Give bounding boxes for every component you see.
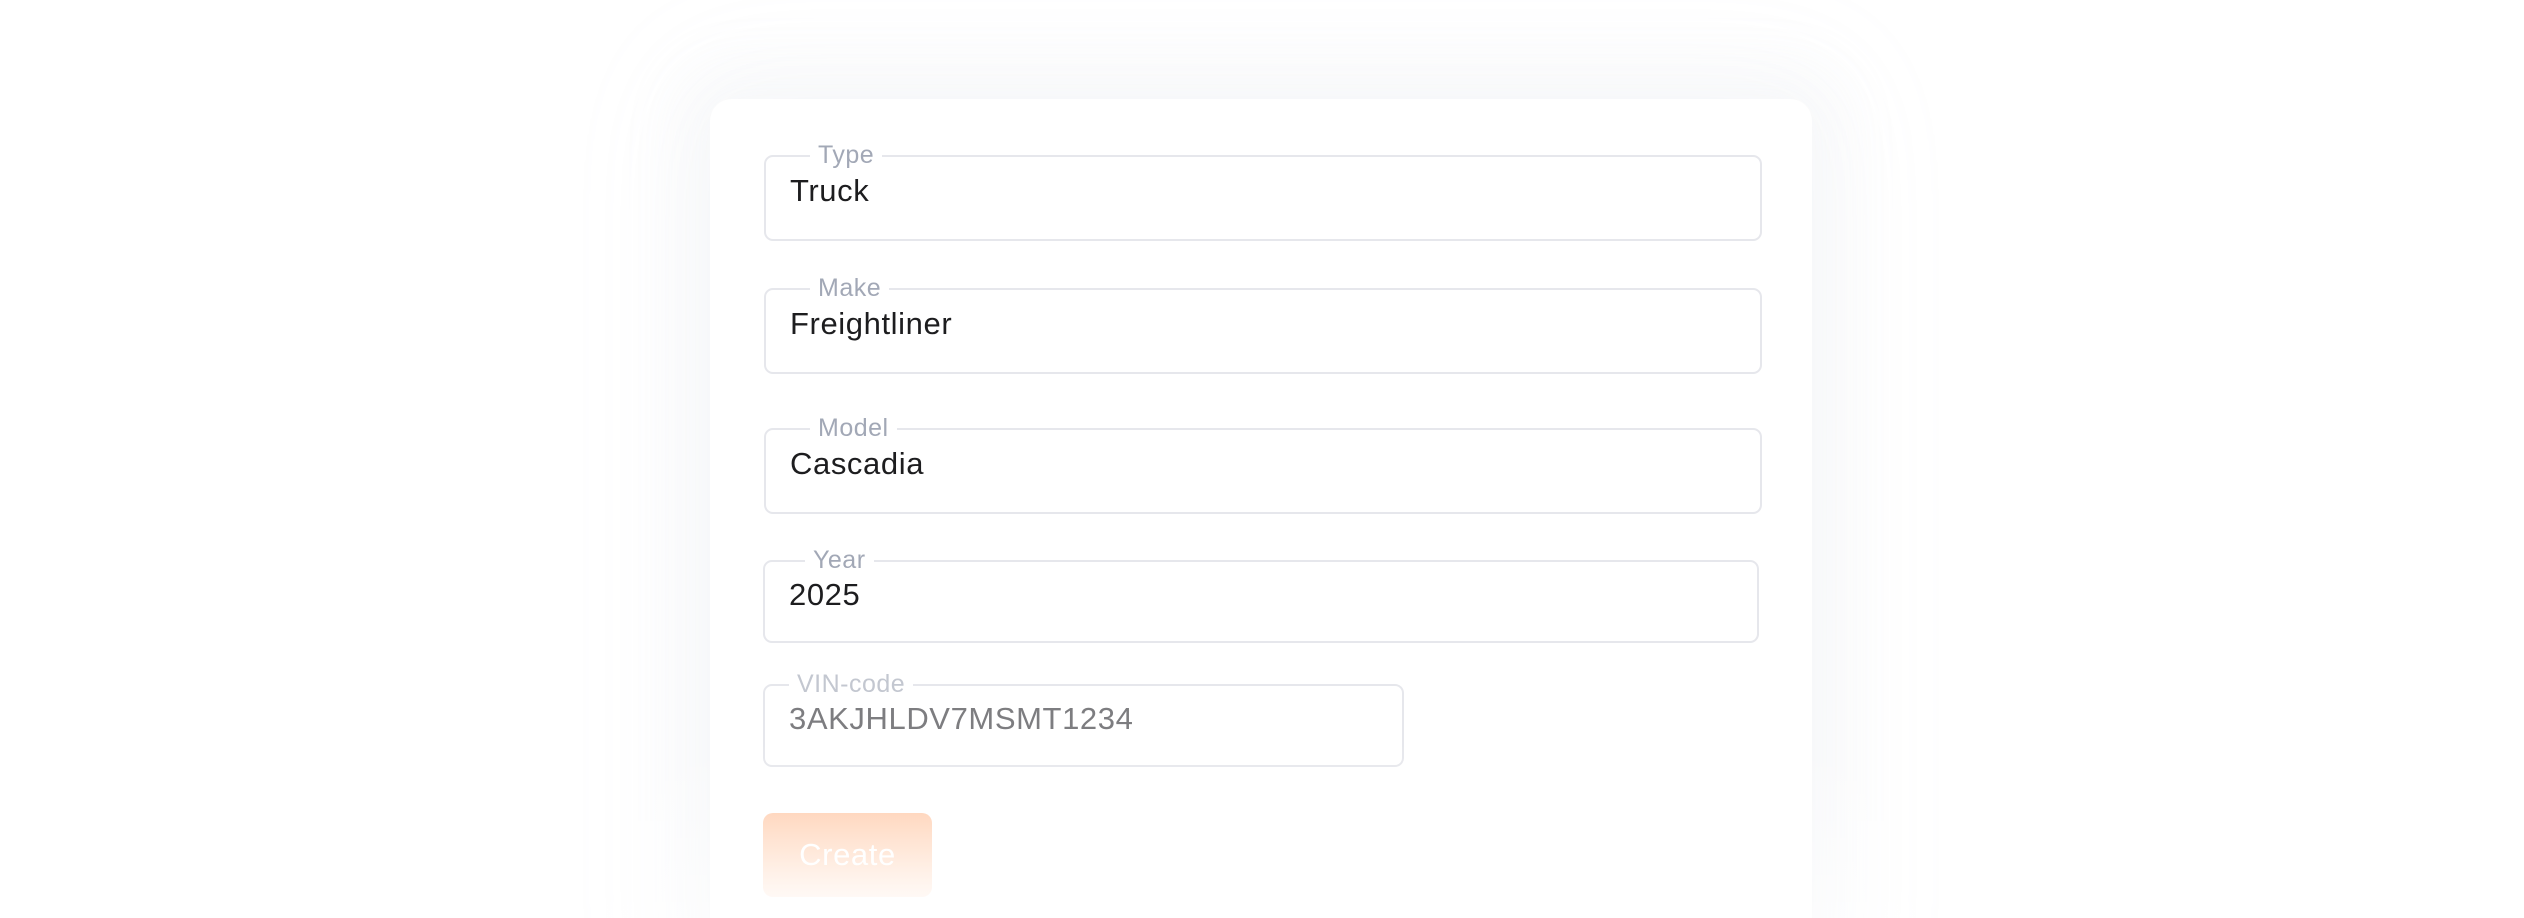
model-input[interactable] — [790, 444, 1740, 484]
type-label: Type — [810, 140, 883, 170]
type-input[interactable] — [790, 171, 1740, 211]
make-input[interactable] — [790, 304, 1740, 344]
make-field[interactable]: Make — [764, 273, 1762, 374]
year-field[interactable]: Year — [763, 545, 1759, 643]
model-field[interactable]: Model — [764, 413, 1762, 514]
vin-code-label: VIN-code — [789, 669, 914, 699]
create-button[interactable]: Create — [763, 813, 932, 897]
model-label: Model — [810, 413, 897, 443]
make-label: Make — [810, 273, 890, 303]
vin-code-input[interactable] — [789, 699, 1382, 739]
type-field[interactable]: Type — [764, 140, 1762, 241]
vin-code-field[interactable]: VIN-code — [763, 669, 1404, 767]
year-input[interactable] — [789, 575, 1737, 615]
year-label: Year — [805, 545, 874, 575]
